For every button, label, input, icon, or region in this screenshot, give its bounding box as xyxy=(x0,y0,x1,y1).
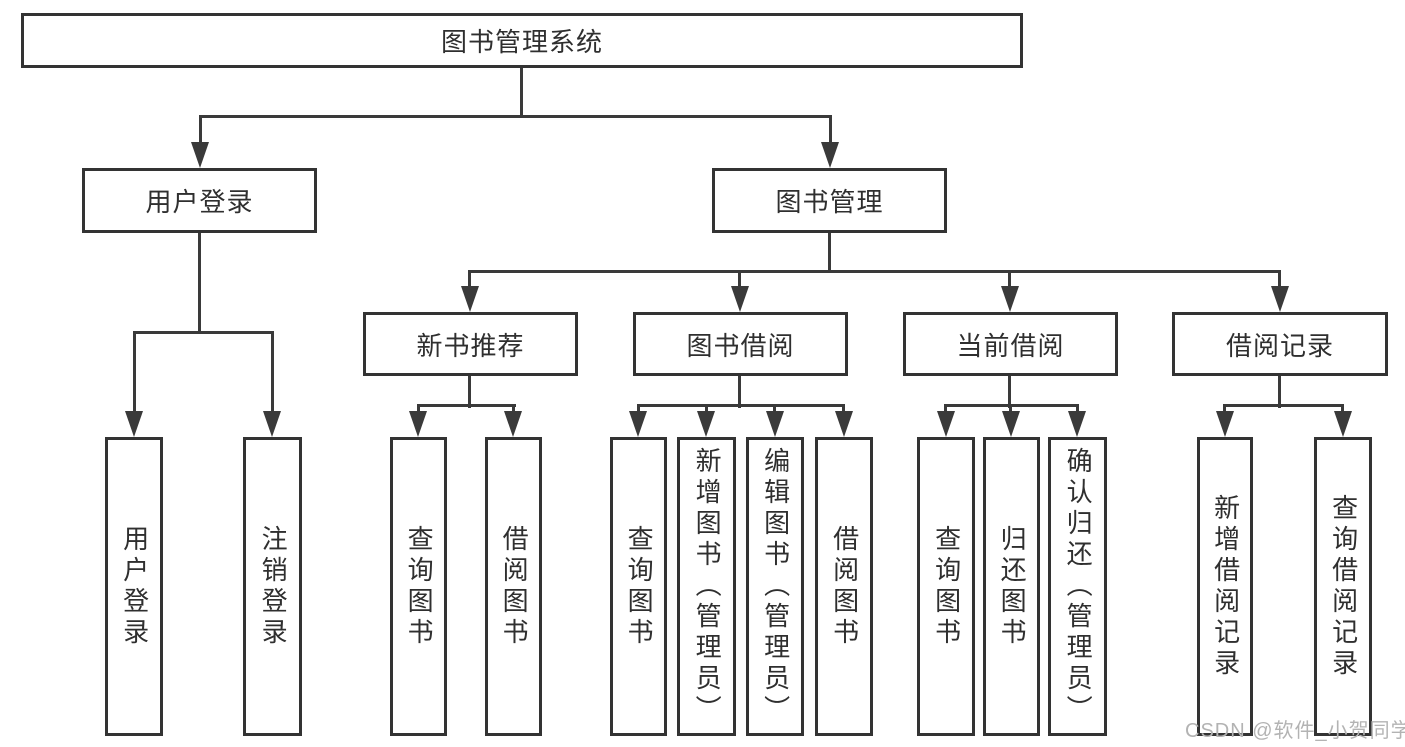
arrow-down-icon xyxy=(461,286,479,312)
arrow-down-icon xyxy=(1002,411,1020,437)
arrow-down-icon xyxy=(191,142,209,168)
node-new-book-recommendation: 新书推荐 xyxy=(363,312,578,376)
node-user-login: 用户登录 xyxy=(82,168,317,233)
csdn-watermark: CSDN @软件_小贺同学 xyxy=(1185,720,1405,742)
leaf-label: 归还图书 xyxy=(997,524,1028,649)
connector-line xyxy=(1009,404,1012,416)
connector-line xyxy=(828,233,831,273)
leaf-label: 借阅图书 xyxy=(499,524,530,649)
leaf-label: 注销登录 xyxy=(258,524,289,649)
arrow-down-icon xyxy=(697,411,715,437)
arrow-down-icon xyxy=(1068,411,1086,437)
leaf-label: 查询图书 xyxy=(624,524,655,649)
arrow-down-icon xyxy=(937,411,955,437)
arrow-down-icon xyxy=(504,411,522,437)
node-book-borrowing: 图书借阅 xyxy=(633,312,848,376)
connector-line xyxy=(417,404,420,416)
node-label: 图书管理 xyxy=(775,187,884,217)
node-label: 当前借阅 xyxy=(956,330,1065,361)
node-label: 借阅记录 xyxy=(1225,330,1334,361)
leaf-label: 确认归还（管理员） xyxy=(1063,447,1094,726)
connector-line xyxy=(1008,270,1011,295)
leaf-logout: 注销登录 xyxy=(243,437,302,736)
leaf-label: 查询借阅记录 xyxy=(1328,493,1359,680)
arrow-down-icon xyxy=(1001,286,1019,312)
connector-line xyxy=(1076,404,1079,416)
connector-line xyxy=(1223,404,1226,416)
leaf-add-books-admin: 新增图书（管理员） xyxy=(677,437,736,736)
node-current-borrowing: 当前借阅 xyxy=(903,312,1118,376)
arrow-down-icon xyxy=(766,411,784,437)
arrow-down-icon xyxy=(1271,286,1289,312)
arrow-down-icon xyxy=(731,286,749,312)
connector-line xyxy=(468,376,471,408)
connector-line xyxy=(1223,404,1344,407)
connector-line xyxy=(199,115,831,118)
node-label: 用户登录 xyxy=(145,187,254,217)
leaf-borrow-books: 借阅图书 xyxy=(815,437,873,736)
leaf-label: 编辑图书（管理员） xyxy=(760,447,791,726)
arrow-down-icon xyxy=(263,411,281,437)
connector-line xyxy=(738,376,741,408)
leaf-label: 借阅图书 xyxy=(829,524,860,649)
arrow-down-icon xyxy=(821,142,839,168)
connector-line xyxy=(738,270,741,295)
connector-line xyxy=(829,115,832,147)
leaf-borrow-books-recommend: 借阅图书 xyxy=(485,437,542,736)
leaf-label: 查询图书 xyxy=(404,524,435,649)
leaf-query-books-current: 查询图书 xyxy=(917,437,975,736)
connector-line xyxy=(468,270,1281,273)
connector-line xyxy=(637,404,845,407)
connector-line xyxy=(133,331,274,334)
connector-line xyxy=(1341,404,1344,416)
connector-line xyxy=(512,404,515,416)
leaf-label: 用户登录 xyxy=(119,524,150,649)
leaf-label: 查询图书 xyxy=(931,524,962,649)
connector-line xyxy=(271,331,274,415)
connector-line xyxy=(1278,376,1281,408)
connector-line xyxy=(468,270,471,295)
node-book-management: 图书管理 xyxy=(712,168,947,233)
connector-line xyxy=(1278,270,1281,295)
leaf-edit-books-admin: 编辑图书（管理员） xyxy=(746,437,804,736)
connector-line xyxy=(520,66,523,117)
connector-line xyxy=(1008,376,1011,408)
arrow-down-icon xyxy=(1334,411,1352,437)
leaf-user-login: 用户登录 xyxy=(105,437,163,736)
arrow-down-icon xyxy=(629,411,647,437)
connector-line xyxy=(199,115,202,147)
arrow-down-icon xyxy=(835,411,853,437)
arrow-down-icon xyxy=(409,411,427,437)
connector-line xyxy=(705,404,708,416)
leaf-add-borrowing-record: 新增借阅记录 xyxy=(1197,437,1253,736)
connector-line xyxy=(198,233,201,334)
leaf-query-books-recommend: 查询图书 xyxy=(390,437,447,736)
node-label: 图书借阅 xyxy=(686,330,795,361)
connector-line xyxy=(842,404,845,416)
arrow-down-icon xyxy=(125,411,143,437)
arrow-down-icon xyxy=(1216,411,1234,437)
connector-line xyxy=(944,404,947,416)
node-borrowing-records: 借阅记录 xyxy=(1172,312,1388,376)
leaf-return-books: 归还图书 xyxy=(983,437,1040,736)
connector-line xyxy=(417,404,516,407)
connector-line xyxy=(637,404,640,416)
leaf-label: 新增借阅记录 xyxy=(1210,493,1241,680)
connector-line xyxy=(773,404,776,416)
leaf-label: 新增图书（管理员） xyxy=(692,447,723,726)
connector-line xyxy=(133,331,136,415)
node-label: 图书管理系统 xyxy=(440,27,603,57)
leaf-query-borrowing-record: 查询借阅记录 xyxy=(1314,437,1372,736)
leaf-query-books-borrowing: 查询图书 xyxy=(610,437,667,736)
node-root-library-system: 图书管理系统 xyxy=(21,13,1023,68)
leaf-confirm-return-admin: 确认归还（管理员） xyxy=(1048,437,1107,736)
node-label: 新书推荐 xyxy=(416,330,525,361)
